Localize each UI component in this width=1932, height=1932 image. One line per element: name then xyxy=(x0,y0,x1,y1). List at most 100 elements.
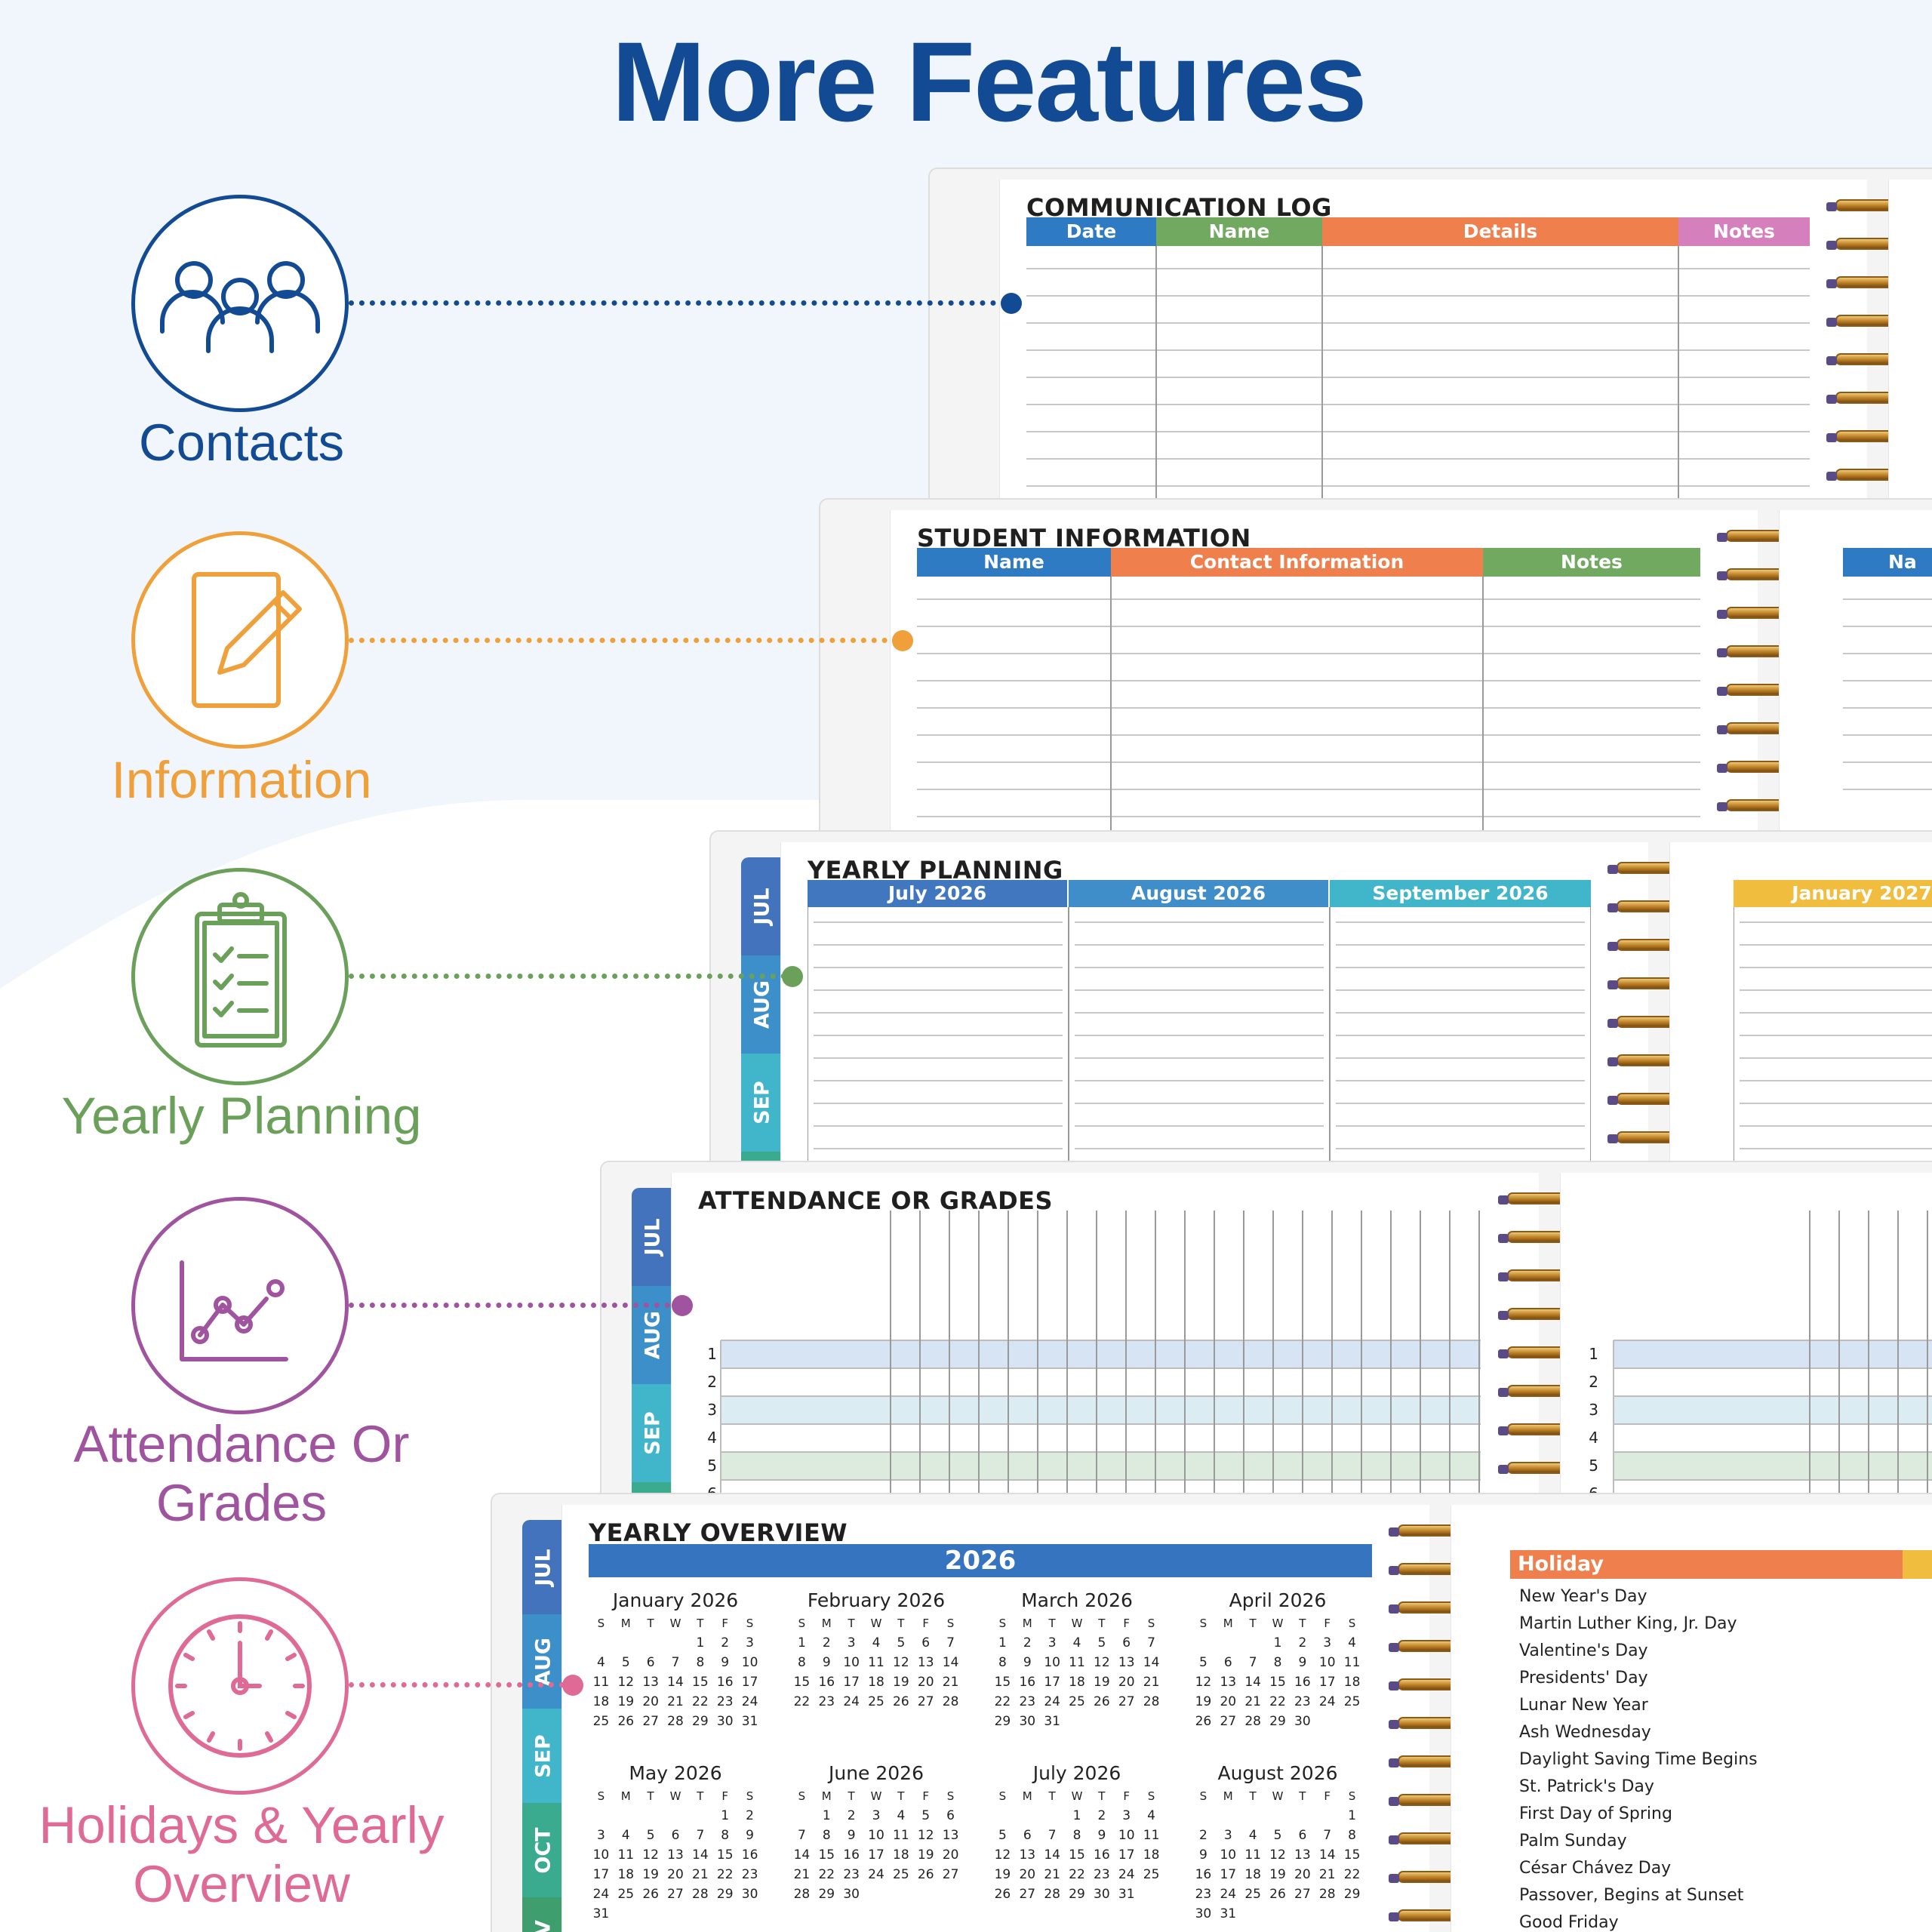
student-information-facing-page: Na xyxy=(1779,510,1932,851)
month-tab-aug[interactable]: AUG xyxy=(522,1614,565,1709)
yearly-planning-title: YEARLY PLANNING xyxy=(808,856,1063,884)
contacts-connector xyxy=(349,300,1007,306)
spiral-binding xyxy=(1607,862,1677,1183)
column-header-notes: Notes xyxy=(1678,217,1810,246)
attendance-title: ATTENDANCE OR GRADES xyxy=(698,1186,1054,1215)
calendar-month-title: January 2026 xyxy=(612,1589,739,1611)
year-header: 2026 xyxy=(589,1544,1372,1577)
attendance-panel: JUL AUG SEP OCT ATTENDANCE OR GRADES 1 2… xyxy=(600,1161,1932,1515)
spiral-binding xyxy=(1498,1192,1567,1514)
yearly-planning-label: Yearly Planning xyxy=(61,1087,422,1145)
contacts-circle xyxy=(131,195,349,412)
yearly-overview-title: YEARLY OVERVIEW xyxy=(589,1518,848,1547)
calendar-month-title: March 2026 xyxy=(1021,1589,1133,1611)
month-tabs: JUL AUG SEP OCT xyxy=(632,1188,674,1514)
student-information-title: STUDENT INFORMATION xyxy=(917,524,1251,552)
student-information-panel: STUDENT INFORMATION Name Contact Informa… xyxy=(819,498,1932,853)
student-information-page: STUDENT INFORMATION Name Contact Informa… xyxy=(890,510,1758,851)
holiday-item: Ash Wednesday xyxy=(1519,1723,1651,1742)
contacts-label: Contacts xyxy=(138,414,345,472)
information-dot xyxy=(892,630,913,651)
month-header-september: September 2026 xyxy=(1330,880,1591,907)
attendance-label: Attendance Or Grades xyxy=(73,1415,410,1532)
attendance-dot xyxy=(672,1295,693,1316)
holidays-dot xyxy=(562,1675,583,1696)
holiday-item: Good Friday xyxy=(1519,1913,1619,1932)
yearly-planning-grid xyxy=(808,907,1591,1183)
column-header-name: Name xyxy=(1156,217,1322,246)
yearly-planning-circle xyxy=(131,868,349,1085)
month-tab-oct[interactable]: OCT xyxy=(522,1803,565,1897)
holiday-item: First Day of Spring xyxy=(1519,1804,1672,1823)
month-tab-nov[interactable]: NOV xyxy=(522,1897,565,1932)
yearly-planning-panel: JUL AUG SEP OCT YEARLY PLANNING July 202… xyxy=(709,830,1932,1185)
attendance-page: ATTENDANCE OR GRADES 1 2 3 4 5 6 xyxy=(671,1173,1539,1514)
month-tabs: JUL AUG SEP OCT xyxy=(741,857,783,1183)
column-header-name-partial: Na xyxy=(1843,548,1932,577)
month-tab-aug[interactable]: AUG xyxy=(741,955,783,1054)
calendar-month-title: April 2026 xyxy=(1229,1589,1327,1611)
month-header-july: July 2026 xyxy=(808,880,1069,907)
page-title: More Features xyxy=(611,18,1367,145)
yearly-planning-header: July 2026 August 2026 September 2026 xyxy=(808,880,1591,907)
student-information-header: Name Contact Information Notes xyxy=(917,548,1700,577)
holiday-item: Palm Sunday xyxy=(1519,1832,1627,1850)
yearly-planning-page: YEARLY PLANNING July 2026 August 2026 Se… xyxy=(780,842,1648,1183)
holiday-item: Presidents' Day xyxy=(1519,1669,1648,1687)
column-header-name: Name xyxy=(917,548,1111,577)
communication-log-header: Date Name Details Notes xyxy=(1026,217,1810,246)
information-label: Information xyxy=(111,751,372,809)
communication-log-panel: COMMUNICATION LOG Date Name Details Note… xyxy=(928,168,1932,522)
attendance-grid xyxy=(720,1211,1481,1514)
clock-icon xyxy=(168,1614,312,1758)
holiday-item: César Chávez Day xyxy=(1519,1859,1672,1878)
communication-log-grid xyxy=(1026,246,1810,521)
holidays-circle xyxy=(131,1577,349,1795)
month-tab-aug[interactable]: AUG xyxy=(632,1286,674,1384)
student-information-grid xyxy=(917,577,1700,851)
month-tab-sep[interactable]: SEP xyxy=(741,1054,783,1152)
month-tab-jul[interactable]: JUL xyxy=(522,1520,565,1614)
holiday-item: Valentine's Day xyxy=(1519,1641,1648,1660)
calendar-month-title: February 2026 xyxy=(807,1589,946,1611)
calendar-month-title: August 2026 xyxy=(1217,1762,1338,1784)
month-header-january-2027: January 2027 xyxy=(1734,880,1932,907)
column-header-notes: Notes xyxy=(1483,548,1700,577)
yearly-planning-facing-page: January 2027 xyxy=(1669,842,1932,1183)
yearly-overview-panel: JUL AUG SEP OCT NOV YEARLY OVERVIEW 2026… xyxy=(491,1493,1932,1932)
calendar-month-title: May 2026 xyxy=(629,1762,722,1784)
communication-log-title: COMMUNICATION LOG xyxy=(1026,193,1332,222)
month-tab-sep[interactable]: SEP xyxy=(522,1709,565,1803)
holidays-connector xyxy=(349,1682,575,1687)
holiday-item: Passover, Begins at Sunset xyxy=(1519,1886,1744,1905)
holiday-item: St. Patrick's Day xyxy=(1519,1777,1654,1796)
month-tab-jul[interactable]: JUL xyxy=(741,857,783,955)
column-header-details: Details xyxy=(1322,217,1678,246)
holiday-item: Lunar New Year xyxy=(1519,1696,1648,1715)
month-tabs: JUL AUG SEP OCT NOV xyxy=(522,1520,565,1932)
people-icon xyxy=(160,261,320,353)
month-tab-sep[interactable]: SEP xyxy=(632,1384,674,1482)
holiday-item: New Year's Day xyxy=(1519,1587,1647,1606)
spiral-binding xyxy=(1717,530,1786,851)
document-pencil-icon xyxy=(192,572,302,708)
holidays-label: Holidays & Yearly Overview xyxy=(38,1796,445,1913)
attendance-connector xyxy=(349,1303,681,1308)
contacts-dot xyxy=(1001,293,1022,314)
column-header-date: Date xyxy=(1026,217,1156,246)
calendar-month-title: June 2026 xyxy=(828,1762,924,1784)
attendance-circle xyxy=(131,1197,349,1414)
information-circle xyxy=(131,531,349,749)
holiday-header: Holiday xyxy=(1510,1550,1932,1579)
month-tab-jul[interactable]: JUL xyxy=(632,1188,674,1286)
spiral-binding xyxy=(1826,199,1896,521)
month-header-august: August 2026 xyxy=(1069,880,1330,907)
yearly-planning-dot xyxy=(782,966,803,987)
